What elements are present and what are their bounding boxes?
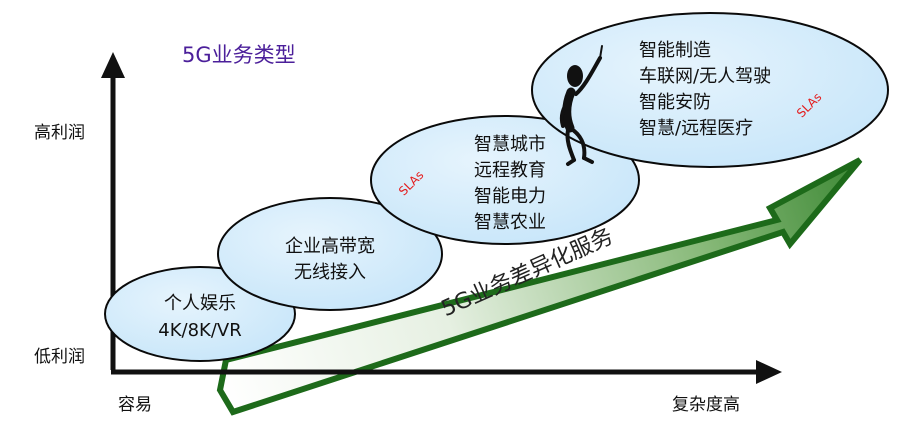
- bubble-enterprise: [217, 197, 443, 311]
- bubble-personal-line-2: 4K/8K/VR: [158, 320, 241, 341]
- bubble-top-line-2: 车联网/无人驾驶: [639, 66, 771, 87]
- pointing-figure-icon: [559, 45, 603, 166]
- bubble-city-line-3: 智能电力: [474, 186, 546, 207]
- bubble-enterprise-line-1: 企业高带宽: [285, 236, 375, 257]
- x-axis-complex-label: 复杂度高: [672, 395, 740, 415]
- y-axis-high-label: 高利润: [34, 123, 85, 143]
- bubble-top-line-1: 智能制造: [639, 40, 711, 61]
- bubble-top-line-4: 智慧/远程医疗: [639, 118, 753, 139]
- bubble-top-tier: [531, 12, 889, 168]
- bubble-smart-city: [370, 115, 640, 245]
- y-axis-low-label: 低利润: [34, 347, 85, 367]
- bubble-city-line-1: 智慧城市: [474, 134, 546, 155]
- diagram-title: 5G业务类型: [182, 43, 296, 67]
- bubble-personal-line-1: 个人娱乐: [164, 293, 236, 314]
- service-arrow: [216, 157, 863, 416]
- y-axis-arrowhead: [101, 52, 125, 78]
- x-axis-arrowhead: [756, 360, 782, 384]
- bubble-top-line-3: 智能安防: [639, 92, 711, 113]
- bubble-enterprise-line-2: 无线接入: [294, 262, 366, 283]
- bubble-city-line-2: 远程教育: [474, 160, 546, 181]
- x-axis-easy-label: 容易: [118, 395, 152, 415]
- bubble-city-line-4: 智慧农业: [474, 212, 546, 233]
